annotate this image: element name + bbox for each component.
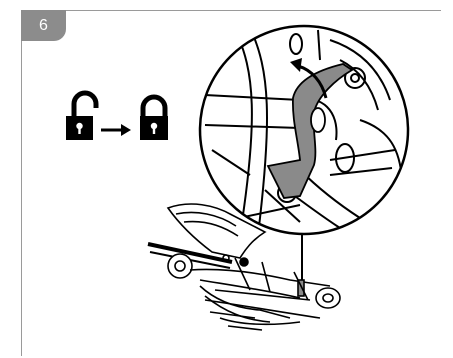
unlocked-padlock-icon <box>66 93 96 140</box>
detail-magnifier <box>200 26 408 235</box>
right-arrow-icon <box>101 124 131 136</box>
locked-padlock-icon <box>140 97 168 140</box>
